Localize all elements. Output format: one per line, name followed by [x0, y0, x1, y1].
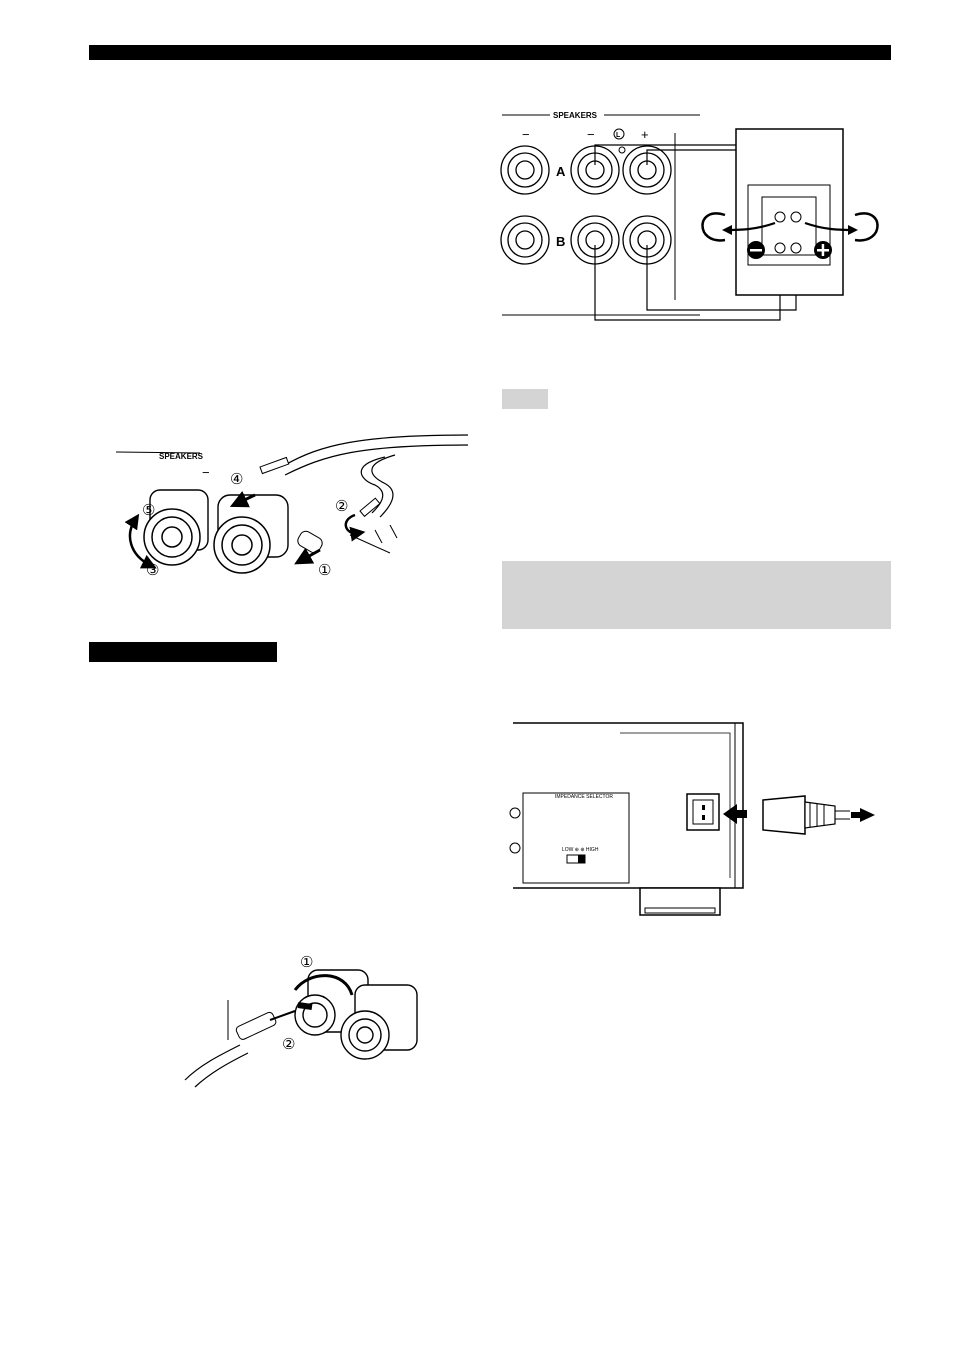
impedance-selector-label: IMPEDANCE SELECTOR	[555, 794, 613, 800]
section-heading-tab	[89, 642, 277, 662]
banana-plug-figure: ① ②	[184, 954, 418, 1088]
minus-left: −	[522, 127, 530, 142]
terminal-right	[213, 494, 289, 574]
minus-mid: −	[587, 127, 595, 142]
row-b-label: B	[556, 234, 565, 249]
minus-sign: −	[202, 465, 210, 480]
speakers-label: SPEAKERS	[159, 452, 204, 461]
header-bar	[89, 45, 891, 60]
step-1: ①	[300, 954, 313, 971]
bi-wire-figure: SPEAKERS − − L + A B	[500, 111, 879, 321]
rear-panel-figure: IMPEDANCE SELECTOR LOW ⊕ ⊕ HIGH	[509, 722, 875, 916]
switch-positions: LOW ⊕ ⊕ HIGH	[562, 847, 599, 853]
step-1: ①	[318, 562, 331, 579]
lock-mark: L	[616, 132, 621, 139]
plus-sign: +	[641, 127, 649, 142]
speakers-label: SPEAKERS	[553, 111, 598, 120]
step-4: ④	[230, 471, 243, 488]
section-title-box	[502, 561, 891, 629]
step-2: ②	[282, 1036, 295, 1053]
step-2: ②	[335, 498, 348, 515]
row-a-label: A	[556, 164, 566, 179]
note-tab	[502, 389, 548, 409]
step-5: ⑤	[142, 502, 155, 519]
step-3: ③	[146, 562, 159, 579]
bare-wire-figure: SPEAKERS − ⑤ ③ ④ ② ①	[115, 434, 469, 579]
